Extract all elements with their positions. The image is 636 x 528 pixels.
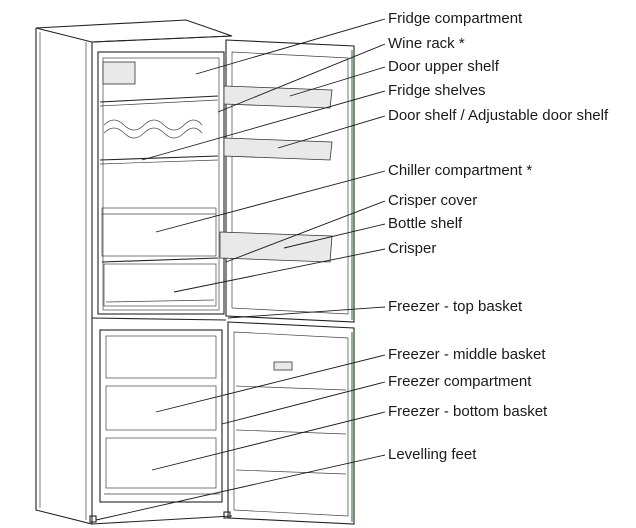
label-door-upper-shelf: Door upper shelf	[388, 58, 499, 75]
compartment-divider	[91, 317, 227, 321]
label-crisper: Crisper	[388, 240, 437, 257]
label-levelling-feet: Levelling feet	[388, 446, 477, 463]
label-freezer-top-basket: Freezer - top basket	[388, 298, 523, 315]
label-fridge-compartment: Fridge compartment	[388, 10, 523, 27]
label-chiller-compartment: Chiller compartment *	[388, 162, 533, 179]
cabinet-body	[35, 19, 233, 525]
label-door-shelf: Door shelf / Adjustable door shelf	[388, 107, 609, 124]
fridge-interior	[97, 51, 225, 315]
freezer-door	[227, 321, 355, 525]
levelling-feet-drawing	[89, 511, 231, 523]
leader-lines	[95, 18, 386, 521]
label-fridge-shelves: Fridge shelves	[388, 82, 486, 99]
label-freezer-bottom-basket: Freezer - bottom basket	[388, 403, 548, 420]
label-freezer-compartment: Freezer compartment	[388, 373, 532, 390]
freezer-interior	[99, 329, 223, 503]
label-bottle-shelf: Bottle shelf	[388, 215, 463, 232]
label-crisper-cover: Crisper cover	[388, 192, 478, 209]
label-wine-rack: Wine rack *	[388, 35, 465, 52]
label-freezer-middle-basket: Freezer - middle basket	[388, 346, 546, 363]
